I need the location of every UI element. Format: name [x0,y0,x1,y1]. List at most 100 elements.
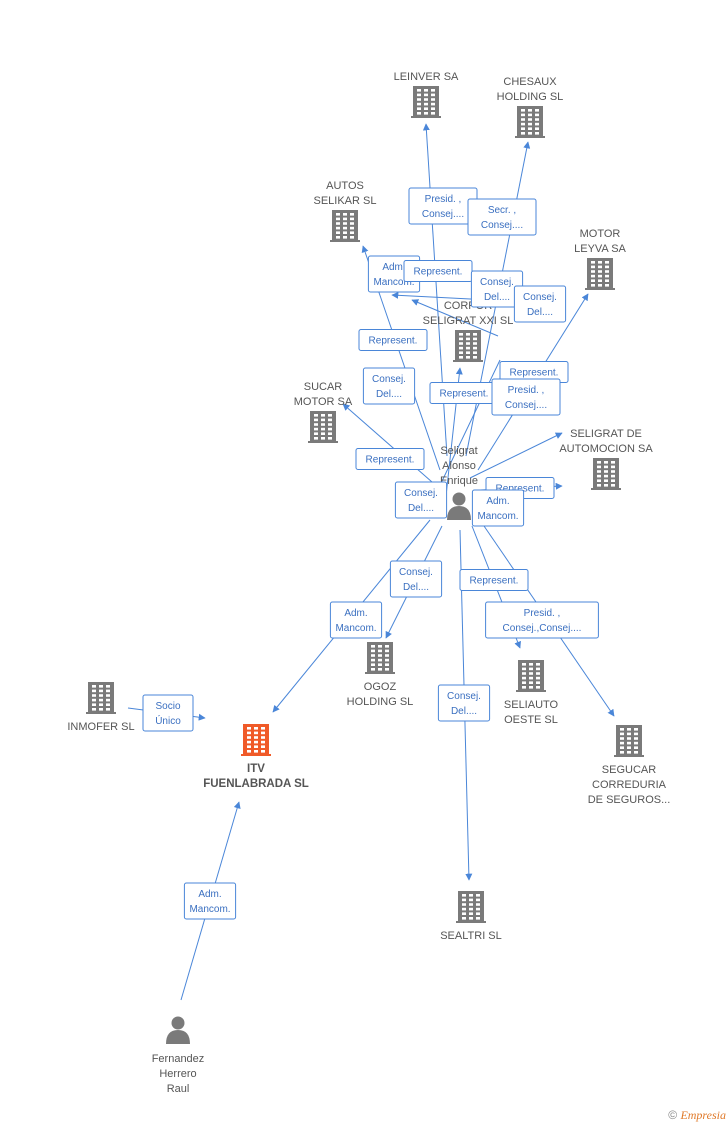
edge-label[interactable]: Consej. Del.... [394,481,448,519]
edge-label-text: Adm. [486,496,509,507]
edge-label-text: Consej.,Consej.... [503,623,582,634]
edge-label-text: Consej.... [481,220,523,231]
edge-label-text: Presid. , [425,194,462,205]
node-label: Herrero [159,1068,196,1080]
edge-label-text: Consej.... [505,400,547,411]
edge-label-text: Adm. [382,262,405,273]
node-label: OESTE SL [504,714,558,726]
edge-label-text: Del.... [408,503,434,514]
node-chesaux[interactable]: CHESAUX HOLDING SL [497,76,564,138]
edge-4 [342,403,433,483]
building-icon [516,660,546,692]
node-label: DE SEGUROS... [588,794,671,806]
node-inmofer[interactable]: INMOFER SL [67,682,135,733]
edge-0 [422,123,448,457]
edge-label[interactable]: Adm. Mancom. [329,601,383,639]
node-label: CHESAUX [503,76,557,88]
brand-logo-text[interactable]: Empresia [680,1108,726,1122]
copyright-symbol: © [668,1108,678,1122]
edge-label[interactable]: Consej. Del.... [513,285,567,323]
node-label: AUTOMOCION SA [559,443,653,455]
node-label: SELIAUTO [504,699,559,711]
node-seliauto[interactable]: SELIAUTO OESTE SL [504,660,559,726]
node-label: MOTOR SA [294,396,353,408]
edge-label[interactable]: Adm.Mancom. [183,882,237,920]
edge-label[interactable]: Adm.Mancom. [471,489,525,527]
edge-label-text: Socio [155,701,180,712]
edge-label-text: Represent. [510,368,559,379]
edge-label[interactable]: Presid. ,Consej.... [491,378,561,416]
node-label: Alonso [442,460,476,472]
edge-5 [469,432,563,479]
node-sealtri[interactable]: SEALTRI SL [440,891,502,942]
building-icon [308,411,338,443]
edge-label-text: Mancom. [189,904,230,915]
edge-label[interactable]: Presid. , Consej.... [408,187,478,225]
edge-label-text: Consej. [404,488,438,499]
building-icon [515,106,545,138]
building-icon [86,682,116,714]
edge-label-text: Consej. [523,292,557,303]
edge-label[interactable]: Represent. [459,569,529,591]
building-icon [614,725,644,757]
edge-label[interactable]: Consej.Del.... [389,560,443,598]
node-label: Enrique [440,475,478,487]
building-icon [330,210,360,242]
node-label: HOLDING SL [497,91,564,103]
edge-label-text: Adm. [344,608,367,619]
edge-label[interactable]: Represent. [429,382,499,404]
edge-label[interactable]: Consej.Del.... [437,684,491,722]
edge-label[interactable]: Represent. [403,260,473,282]
edge-label-text: Consej. [480,277,514,288]
edge-17 [411,299,499,337]
node-autos[interactable]: AUTOS SELIKAR SL [314,180,377,242]
node-label: LEINVER SA [394,71,459,83]
node-label: SELIKAR SL [314,195,377,207]
node-label: FUENLABRADA SL [203,778,309,790]
edge-labels-layer: Presid. ,Consej....Secr. ,Consej....Adm.… [142,187,599,920]
person-icon [447,492,471,520]
node-label: INMOFER SL [67,721,134,733]
edge-label[interactable]: Represent. [358,329,428,351]
edge-label-text: Represent. [440,389,489,400]
edge-label-text: Del.... [403,582,429,593]
edge-label[interactable]: Presid. ,Consej.,Consej.... [485,601,599,639]
edge-label-text: Consej.... [422,209,464,220]
edge-label-text: Represent. [369,336,418,347]
building-icon [365,642,395,674]
edge-label-text: Represent. [366,455,415,466]
node-label: Fernandez [152,1053,205,1065]
node-label: AUTOS [326,180,364,192]
edge-label[interactable]: Consej.Del.... [470,270,524,308]
person-icon [166,1016,190,1044]
edge-label-text: Mancom. [373,277,414,288]
edge-label-text: Represent. [496,484,545,495]
node-label: ITV [247,763,265,775]
edge-label-text: Del.... [527,307,553,318]
node-label: SEALTRI SL [440,930,502,942]
edge-label-text: Consej. [447,691,481,702]
node-leinver[interactable]: LEINVER SA [394,71,459,118]
building-icon [453,330,483,362]
node-label: SELIGRAT XXI SL [423,315,514,327]
building-icon [411,86,441,118]
node-label: LEYVA SA [574,243,626,255]
edge-label-text: Único [155,714,181,727]
node-itv[interactable]: ITV FUENLABRADA SL [203,724,309,790]
node-label: OGOZ [364,681,397,693]
edge-label[interactable]: Secr. ,Consej.... [467,198,537,236]
edge-label[interactable]: Represent. [355,448,425,470]
node-label: Raul [167,1083,190,1095]
edge-label-text: Consej. [372,374,406,385]
edge-label[interactable]: Consej.Del.... [362,367,416,405]
edge-label-text: Mancom. [335,623,376,634]
